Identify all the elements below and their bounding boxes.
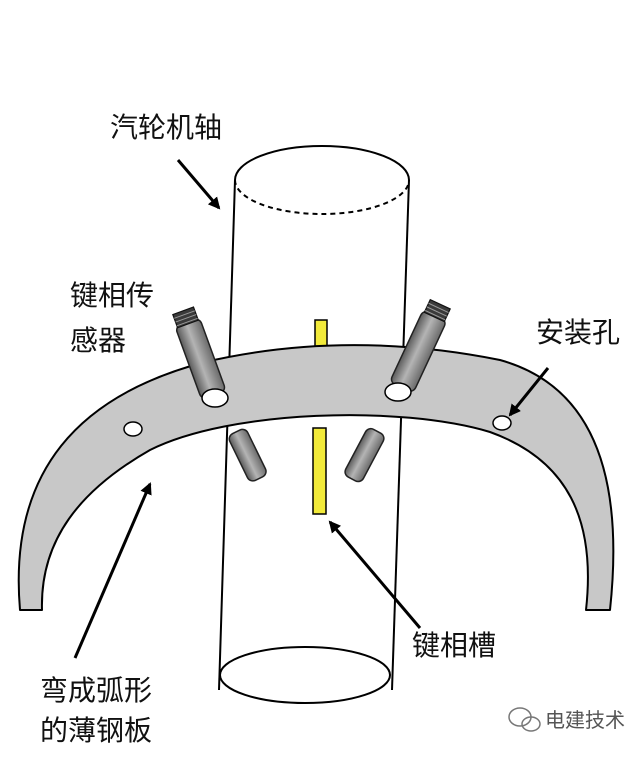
keyphasor-sensor-right [344, 298, 451, 483]
label-sensor-line1: 键相传 [70, 279, 154, 312]
arrow-mount-hole [508, 367, 550, 417]
watermark-text: 电建技术 [545, 708, 625, 732]
wechat-icon [508, 707, 541, 732]
turbine-shaft [218, 145, 410, 704]
arrow-shaft [176, 159, 221, 210]
arrow-steel-plate [73, 482, 152, 659]
keyway-slot-lower [312, 427, 327, 515]
mount-hole-left [123, 421, 143, 437]
watermark: 电建技术 [508, 707, 625, 732]
mount-hole-right [492, 415, 512, 431]
label-keyway: 键相槽 [412, 629, 496, 662]
label-sensor-line2: 感器 [70, 324, 126, 357]
keyphasor-sensor-left [172, 306, 267, 482]
arrow-keyway [328, 520, 422, 629]
label-steel-plate-line1: 弯成弧形 [40, 674, 152, 707]
label-steel-plate-line2: 的薄钢板 [40, 714, 152, 747]
label-mount-hole: 安装孔 [536, 316, 620, 349]
label-shaft: 汽轮机轴 [110, 111, 222, 144]
